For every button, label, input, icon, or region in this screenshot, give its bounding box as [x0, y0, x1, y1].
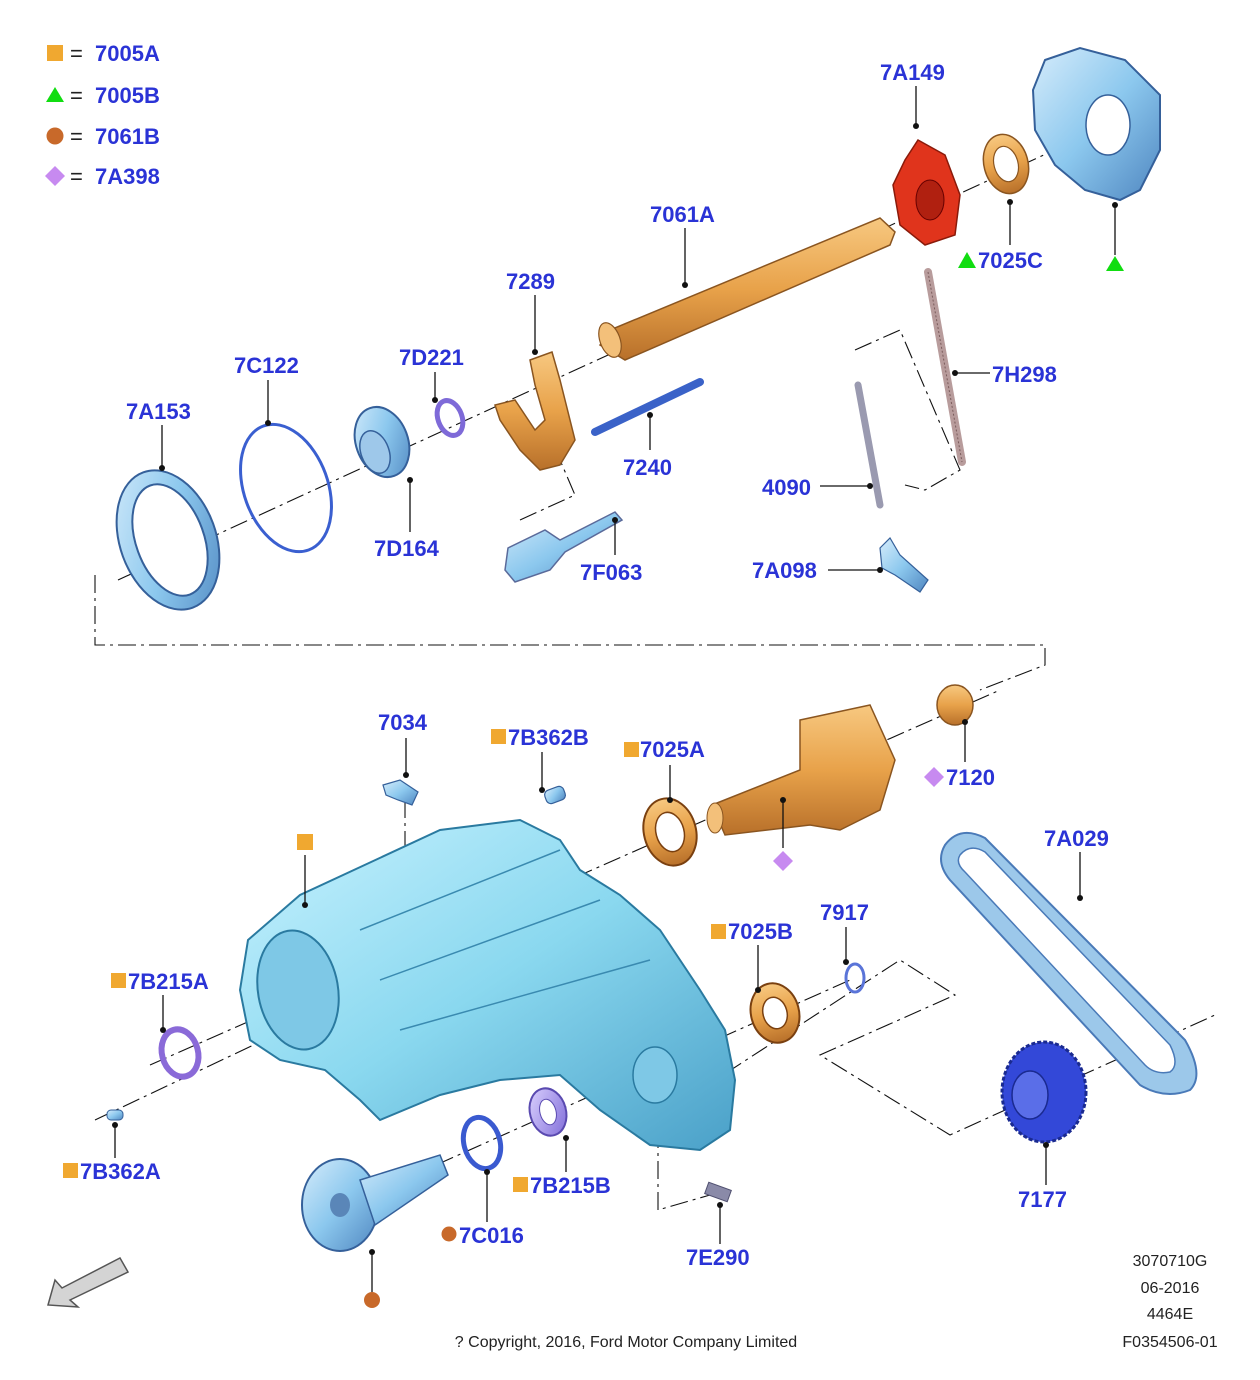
label-7025A: 7025A [640, 737, 705, 762]
marker-symbols [63, 252, 1124, 1308]
legend-eq: = [70, 83, 83, 108]
square-marker-icon [711, 924, 726, 939]
legend-diamond-icon [45, 166, 65, 186]
clip-7917 [844, 962, 866, 994]
chain-7A029 [940, 831, 1198, 1095]
legend-square-icon [47, 45, 63, 61]
square-marker-icon [111, 973, 126, 988]
label-7A153: 7A153 [126, 399, 191, 424]
bushing-7120 [936, 684, 974, 726]
label-7C016: 7C016 [459, 1223, 524, 1248]
lever-7A098 [879, 537, 929, 593]
label-7F063: 7F063 [580, 560, 642, 585]
label-7C122: 7C122 [234, 353, 299, 378]
label-7B362B: 7B362B [508, 725, 589, 750]
diamond-marker-icon [924, 767, 944, 787]
legend-code: 7005B [95, 83, 160, 108]
diamond-marker-icon [773, 851, 793, 871]
seal-7B215A [158, 1026, 202, 1080]
square-marker-icon [491, 729, 506, 744]
footer: 3070710G 06-2016 4464E F0354506-01 ? Cop… [455, 1253, 1218, 1351]
label-7B215A: 7B215A [128, 969, 209, 994]
label-7D221: 7D221 [399, 345, 464, 370]
ring-7D221 [434, 398, 466, 438]
circle-marker-icon [441, 1226, 457, 1242]
label-7177: 7177 [1018, 1187, 1067, 1212]
fitting-7034 [382, 779, 419, 806]
label-7061A: 7061A [650, 202, 715, 227]
drawing-code: 3070710G [1133, 1253, 1208, 1270]
label-7240: 7240 [623, 455, 672, 480]
label-7A029: 7A029 [1044, 826, 1109, 851]
legend-code: 7061B [95, 124, 160, 149]
leader-lines [112, 86, 1118, 1292]
arrow-icon [47, 1257, 130, 1308]
label-7B362A: 7B362A [80, 1159, 161, 1184]
drawing-group: 4464E [1147, 1306, 1193, 1323]
snap-ring-7C122 [239, 422, 333, 554]
rod-7H298 [924, 268, 966, 466]
transfer-case-housing [238, 818, 737, 1152]
legend-code: 7005A [95, 41, 160, 66]
triangle-marker-icon [1106, 256, 1124, 271]
label-7B215B: 7B215B [530, 1173, 611, 1198]
label-4090: 4090 [762, 475, 811, 500]
label-7A149: 7A149 [880, 60, 945, 85]
label-7025C: 7025C [978, 248, 1043, 273]
legend-eq: = [70, 41, 83, 66]
output-shaft [706, 704, 896, 836]
label-7025B: 7025B [728, 919, 793, 944]
legend-eq: = [70, 164, 83, 189]
legend: = 7005A = 7005B = 7061B = 7A398 [45, 41, 160, 189]
pin-4090 [854, 381, 884, 509]
square-marker-icon [297, 834, 313, 850]
cover-plate [1031, 46, 1161, 202]
legend-triangle-icon [46, 87, 64, 102]
bearing-7025B [749, 982, 801, 1044]
seal-7025A [642, 797, 698, 867]
ring-gear-7A153 [115, 469, 221, 611]
label-7917: 7917 [820, 900, 869, 925]
plug-7B362A [106, 1109, 124, 1121]
legend-code: 7A398 [95, 164, 160, 189]
label-7289: 7289 [506, 269, 555, 294]
square-marker-icon [624, 742, 639, 757]
label-7034: 7034 [378, 710, 428, 735]
companion-flange [301, 1154, 449, 1252]
legend-eq: = [70, 124, 83, 149]
rod-7240 [591, 378, 704, 436]
seal-7B215B [528, 1087, 568, 1137]
hub-7D164 [353, 406, 411, 478]
label-7120: 7120 [946, 765, 995, 790]
label-7A098: 7A098 [752, 558, 817, 583]
legend-circle-icon [46, 127, 64, 145]
circle-marker-icon [364, 1292, 380, 1308]
label-7H298: 7H298 [992, 362, 1057, 387]
square-marker-icon [513, 1177, 528, 1192]
triangle-marker-icon [958, 252, 976, 268]
label-7E290: 7E290 [686, 1245, 750, 1270]
sprocket-7177 [1000, 1040, 1088, 1144]
label-7D164: 7D164 [374, 536, 440, 561]
shift-rail-7F063 [504, 511, 624, 583]
part-labels: 7A149 7061A 7025C 7289 7H298 7C122 7D221… [80, 60, 1109, 1270]
main-shaft-7061A [598, 217, 896, 361]
bearing-7025C [982, 133, 1030, 195]
seal-7C016 [460, 1114, 504, 1172]
shift-fork-7289 [494, 351, 576, 471]
drawing-id: F0354506-01 [1122, 1334, 1217, 1351]
square-marker-icon [63, 1163, 78, 1178]
part-7E290 [704, 1181, 732, 1203]
drawing-date: 06-2016 [1141, 1280, 1200, 1297]
copyright: ? Copyright, 2016, Ford Motor Company Li… [455, 1334, 797, 1351]
plug-7B362B [544, 785, 566, 805]
housing-7A149 [892, 139, 961, 246]
